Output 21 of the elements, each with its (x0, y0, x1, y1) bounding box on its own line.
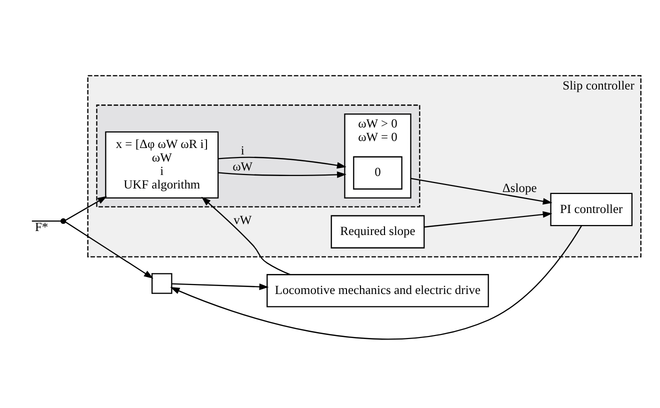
node-box: 0 (353, 156, 402, 190)
edge-label: vW (234, 212, 252, 227)
arrow (410, 178, 552, 205)
edge-label: ωW (232, 159, 253, 174)
node-box: x = [Δφ ωW ωR i] ωW i UKF algorithm (105, 131, 219, 198)
node-box (151, 273, 172, 294)
arrow (218, 171, 346, 178)
arrow (170, 226, 582, 340)
node-circle (60, 218, 66, 224)
edge-label: F* (34, 220, 48, 234)
arrow (172, 283, 269, 290)
node-box: Locomotive mechanics and electric drive (266, 274, 489, 308)
arrow (424, 211, 552, 228)
arrow (65, 196, 108, 221)
arrow (65, 222, 154, 279)
edge-label: i (240, 143, 244, 158)
edge-label: Δslope (502, 180, 537, 195)
arrow (218, 156, 346, 169)
node-box: PI controller (550, 192, 633, 226)
connector (32, 220, 61, 222)
node-box: Required slope (330, 215, 425, 248)
